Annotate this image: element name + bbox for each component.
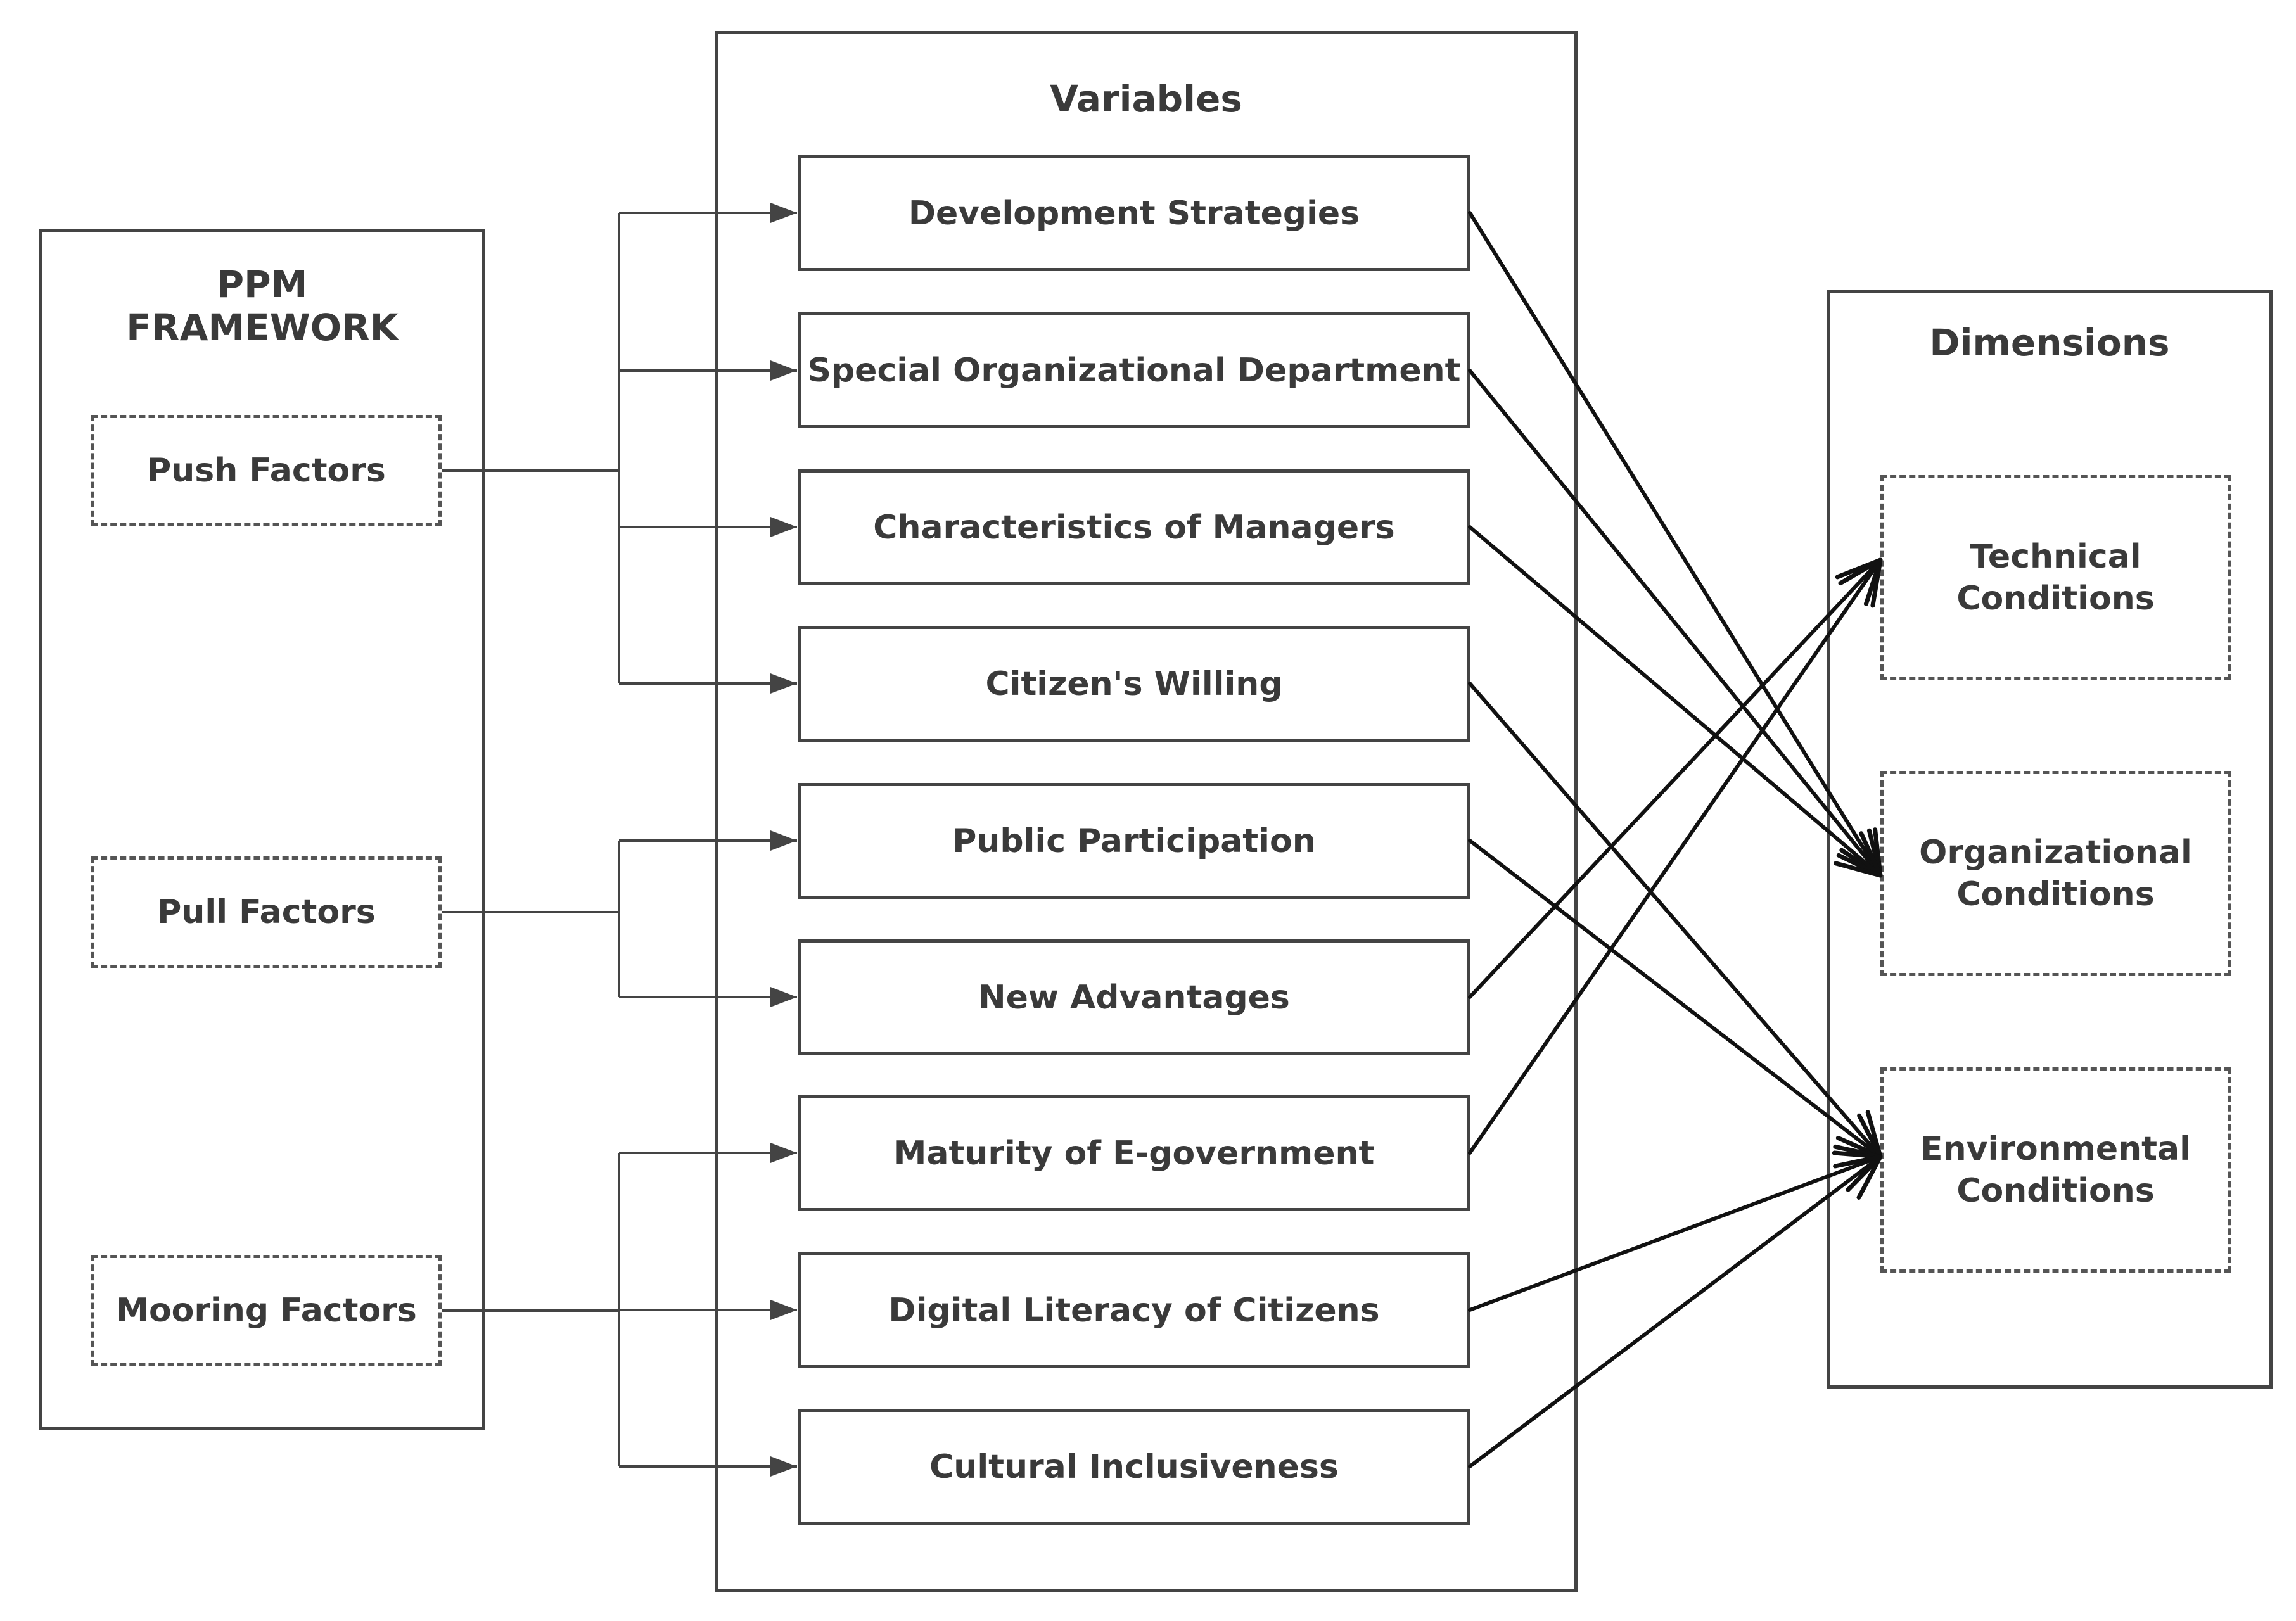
mooring-factors-box: Mooring Factors: [91, 1255, 442, 1366]
dimension-arrow-5-technical: [1468, 557, 1883, 999]
dimensions-title: Dimensions: [1929, 321, 2170, 364]
push-factors-label: Push Factors: [147, 452, 386, 490]
variable-label: Citizen's Willing: [985, 664, 1283, 703]
variables-title: Variables: [1050, 77, 1242, 120]
variable-box-maturity-of-e-government: Maturity of E-government: [798, 1095, 1470, 1211]
variable-box-citizens-willing: Citizen's Willing: [798, 626, 1470, 742]
variable-box-new-advantages: New Advantages: [798, 939, 1470, 1055]
pull-factors-label: Pull Factors: [157, 893, 376, 931]
variable-label: Characteristics of Managers: [873, 508, 1395, 547]
push-factors-box: Push Factors: [91, 415, 442, 526]
variable-label: Cultural Inclusiveness: [929, 1447, 1339, 1486]
organizational-conditions-label: Organizational Conditions: [1919, 834, 2192, 913]
variable-box-digital-literacy-of-citizens: Digital Literacy of Citizens: [798, 1252, 1470, 1368]
variable-box-cultural-inclusiveness: Cultural Inclusiveness: [798, 1409, 1470, 1525]
dimension-arrow-8-environmental: [1468, 1154, 1883, 1468]
variable-box-characteristics-of-managers: Characteristics of Managers: [798, 469, 1470, 585]
dimension-arrow-1-organizational: [1468, 369, 1883, 878]
technical-conditions-label: Technical Conditions: [1956, 538, 2155, 618]
technical-conditions-box: Technical Conditions: [1880, 475, 2231, 680]
variable-label: Public Participation: [952, 822, 1316, 860]
variable-label: Special Organizational Department: [807, 351, 1461, 390]
dimension-arrow-3-environmental: [1468, 682, 1883, 1159]
pull-factors-box: Pull Factors: [91, 856, 442, 968]
variable-label: New Advantages: [978, 978, 1290, 1017]
variable-box-development-strategies: Development Strategies: [798, 155, 1470, 271]
variable-label: Development Strategies: [908, 194, 1360, 232]
variable-to-dimension-links: [1468, 211, 1883, 1468]
ppm-framework-title: PPM FRAMEWORK: [126, 263, 399, 349]
environmental-conditions-box: Environmental Conditions: [1880, 1067, 2231, 1273]
dimension-arrow-0-organizational: [1468, 211, 1883, 878]
variable-box-special-organizational-department: Special Organizational Department: [798, 312, 1470, 428]
variable-box-public-participation: Public Participation: [798, 783, 1470, 899]
dimension-arrow-4-environmental: [1468, 839, 1883, 1159]
organizational-conditions-box: Organizational Conditions: [1880, 771, 2231, 976]
variable-label: Digital Literacy of Citizens: [888, 1291, 1380, 1330]
mooring-factors-label: Mooring Factors: [116, 1292, 417, 1330]
dimension-arrow-7-environmental: [1468, 1150, 1883, 1312]
dimension-arrow-6-technical: [1468, 557, 1883, 1155]
dimension-arrow-2-organizational: [1468, 525, 1883, 878]
environmental-conditions-label: Environmental Conditions: [1920, 1130, 2191, 1210]
factor-to-variable-links: [442, 203, 797, 1477]
variable-label: Maturity of E-government: [893, 1134, 1375, 1173]
